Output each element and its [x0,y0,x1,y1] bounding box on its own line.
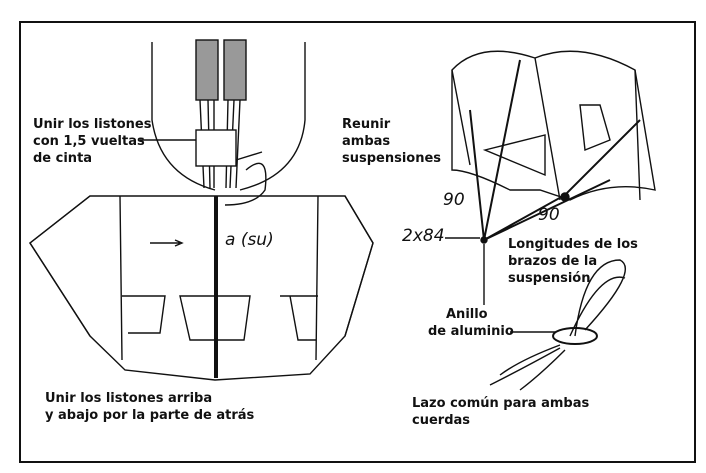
annotation-length-2x84: 2x84 [402,226,445,246]
label-line: suspensión [508,271,591,286]
label-lazo: Lazo común para ambas cuerdas [412,395,589,429]
frame-border [19,21,696,463]
label-anillo: Anillo de aluminio [428,306,514,340]
label-line: suspensiones [342,151,442,166]
label-line: y abajo por la parte de atrás [45,408,255,423]
annotation-length-90-left: 90 [443,190,465,210]
aluminum-ring [552,327,598,345]
label-line: con 1,5 vueltas [33,134,145,149]
label-longitudes: Longitudes de los brazos de la suspensió… [508,236,638,287]
label-line: Unir los listones [33,117,152,132]
label-line: Lazo común para ambas [412,396,590,411]
label-line: cuerdas [412,413,471,428]
label-line: Longitudes de los [508,237,638,252]
label-line: de aluminio [428,324,514,339]
pointer-lines [140,139,267,206]
kite-outline [29,195,374,381]
label-line: brazos de la [508,254,598,269]
kite-top-detail [151,42,306,191]
label-unir-cinta: Unir los listones con 1,5 vueltas de cin… [33,116,151,167]
label-line: de cinta [33,151,93,166]
parafoil-outline [451,50,656,201]
label-line: ambas [342,134,391,149]
annotation-length-90-right: 90 [538,205,560,225]
label-line: Reunir [342,117,391,132]
label-unir-arriba: Unir los listones arriba y abajo por la … [45,390,254,424]
label-line: Anillo [446,307,488,322]
label-line: Unir los listones arriba [45,391,213,406]
label-reunir: Reunir ambas suspensiones [342,116,441,167]
annotation-a-su: a (su) [225,230,274,250]
